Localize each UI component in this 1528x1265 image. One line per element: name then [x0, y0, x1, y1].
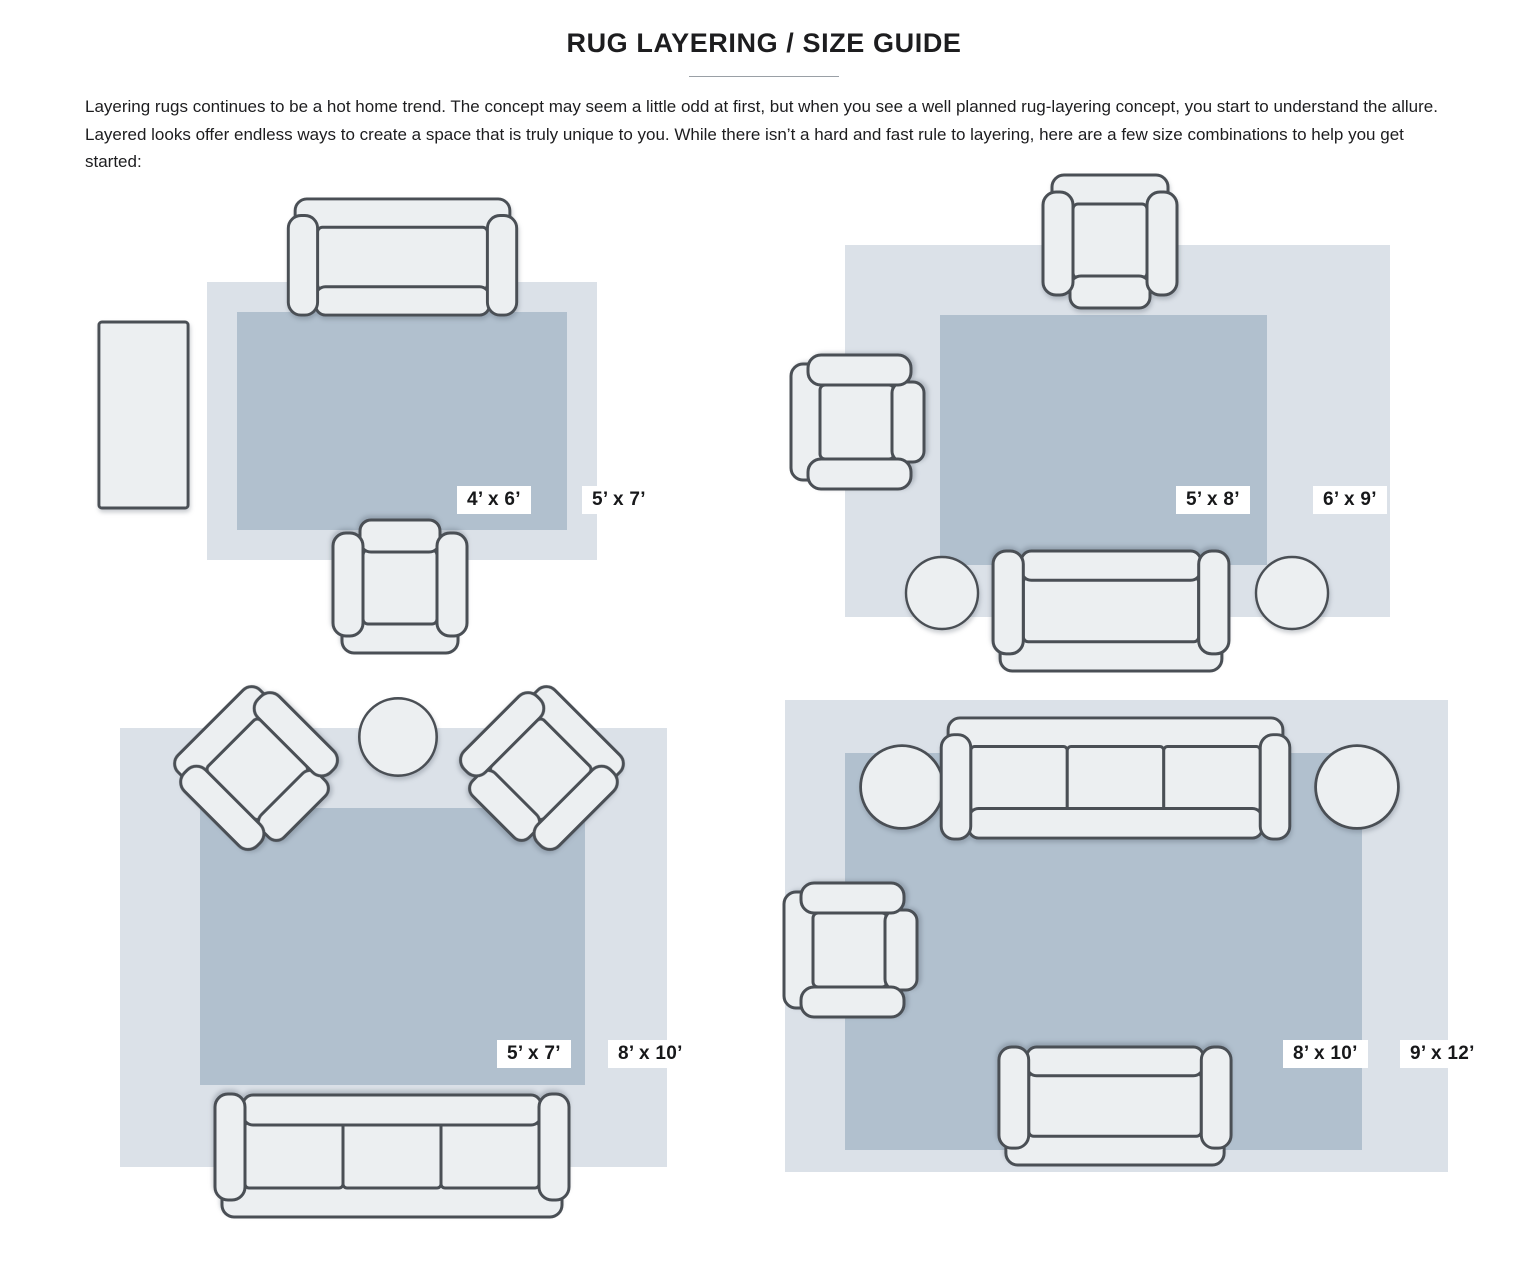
inner-rug: [200, 808, 585, 1085]
round-table-icon: [856, 741, 948, 833]
inner-rug-size-label: 5’ x 7’: [497, 1040, 571, 1068]
inner-rug-size-label: 8’ x 10’: [1283, 1040, 1368, 1068]
outer-rug-size-label: 9’ x 12’: [1400, 1040, 1485, 1068]
inner-rug-size-label: 4’ x 6’: [457, 486, 531, 514]
armchair-icon: [781, 880, 921, 1020]
outer-rug-size-label: 6’ x 9’: [1313, 486, 1387, 514]
outer-rug-size-label: 8’ x 10’: [608, 1040, 693, 1068]
intro-text: Layering rugs continues to be a hot home…: [85, 97, 1438, 172]
sofa-icon: [938, 715, 1293, 843]
round-table-icon: [1311, 741, 1403, 833]
title-divider: [689, 76, 839, 77]
sofa-icon: [995, 1044, 1235, 1168]
page-title: RUG LAYERING / SIZE GUIDE: [566, 28, 962, 58]
outer-rug-size-label: 5’ x 7’: [582, 486, 656, 514]
inner-rug-size-label: 5’ x 8’: [1176, 486, 1250, 514]
inner-rug: [940, 315, 1267, 565]
